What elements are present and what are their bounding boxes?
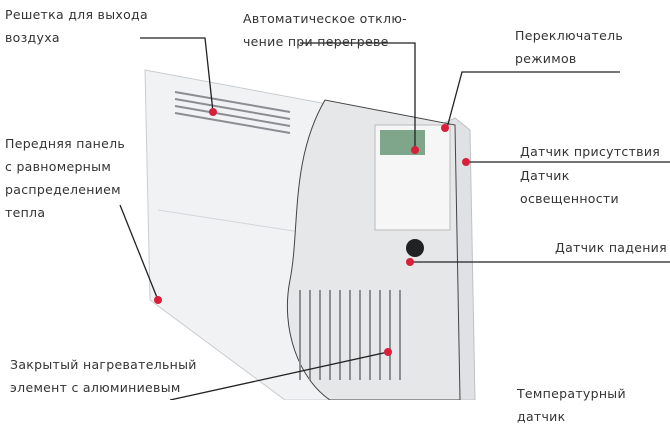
label-line: Закрытый нагревательный — [10, 357, 197, 372]
label-line: Решетка для выхода — [5, 7, 148, 22]
heater-illustration — [119, 37, 670, 400]
label-line: распределением — [5, 182, 121, 197]
label-front-panel: Передняя панель с равномерным распределени… — [5, 132, 125, 224]
label-fall-sensor: Датчик падения — [555, 240, 667, 255]
label-grille: Решетка для выхода воздуха — [5, 3, 148, 49]
label-line: с равномерным — [5, 159, 112, 174]
label-presence: Датчик присутствия — [520, 144, 661, 159]
leader-lines — [119, 37, 670, 400]
label-heating-element: Закрытый нагревательный элемент с алюмини… — [10, 353, 197, 399]
label-line: Автоматическое отклю- — [243, 11, 407, 26]
label-temp-sensor: Температурный датчик — [517, 386, 626, 424]
panel-seam — [157, 209, 301, 233]
heating-fins — [299, 290, 401, 380]
label-overheat: Автоматическое отклю-чение при перегреве — [243, 7, 407, 53]
label-mode-switch: Переключатель режимов — [515, 24, 623, 70]
fall-sensor — [406, 239, 424, 257]
label-line: режимов — [515, 51, 577, 66]
label-line: воздуха — [5, 30, 60, 45]
label-line: Передняя панель — [5, 136, 126, 151]
label-light: Датчик освещенности — [520, 168, 619, 206]
label-line: чение при перегреве — [243, 34, 389, 49]
callout-dots — [154, 108, 470, 356]
label-line: Переключатель — [515, 28, 624, 43]
label-line: тепла — [5, 205, 46, 220]
air-grille — [174, 91, 291, 134]
label-line: элемент с алюминиевым — [10, 380, 181, 395]
